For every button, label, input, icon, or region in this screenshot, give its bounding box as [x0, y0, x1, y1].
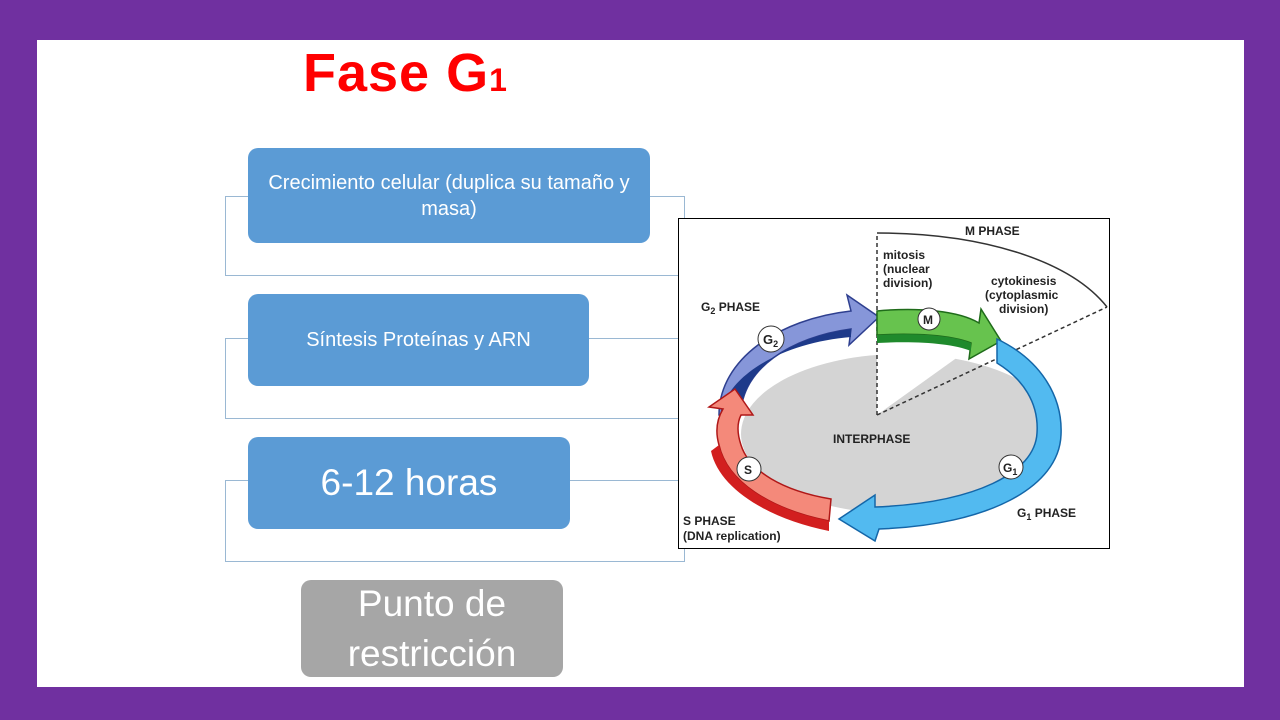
- g1-badge-text: G1: [1003, 461, 1017, 477]
- s-arrow-side: [711, 445, 829, 531]
- m-badge-text: M: [923, 313, 933, 327]
- cell-cycle-svg: G2 M S G1 M PHASE mitosis (nuclear divis…: [683, 224, 1108, 543]
- g1-phase-label: G1 PHASE: [1017, 506, 1076, 522]
- dna-replication-label: (DNA replication): [683, 529, 781, 543]
- mitosis-label: mitosis: [883, 248, 925, 262]
- cell-cycle-diagram: G2 M S G1 M PHASE mitosis (nuclear divis…: [678, 218, 1110, 549]
- g2-badge-text: G2: [763, 332, 778, 349]
- g2-arrow-side: [719, 329, 851, 425]
- cytoplasmic-label: (cytoplasmic: [985, 288, 1059, 302]
- nuclear-label: (nuclear: [883, 262, 930, 276]
- cytokinesis-label: cytokinesis: [991, 274, 1057, 288]
- growth-box: Crecimiento celular (duplica su tamaño y…: [248, 148, 650, 243]
- m-phase-wedge: [877, 337, 969, 415]
- title-subscript: 1: [489, 62, 508, 98]
- g2-badge-circle: [757, 325, 785, 353]
- m-phase-label: M PHASE: [965, 224, 1020, 238]
- interphase-label: INTERPHASE: [833, 432, 910, 446]
- g2-phase-label: G2 PHASE: [701, 300, 760, 316]
- slide-canvas: Fase G1 Crecimiento celular (duplica su …: [37, 40, 1244, 687]
- division-label-1: division): [883, 276, 932, 290]
- s-badge-text: S: [744, 463, 752, 477]
- m-phase-boundary-right: [876, 306, 1108, 416]
- interphase-disc: [741, 354, 1061, 514]
- s-phase-label: S PHASE: [683, 514, 736, 528]
- g1-badge-circle: [998, 454, 1024, 480]
- division-label-2: division): [999, 302, 1048, 316]
- m-phase-arc: [876, 232, 1108, 308]
- s-badge-circle: [736, 456, 762, 482]
- m-arrow-side: [877, 334, 971, 351]
- slide-title: Fase G1: [303, 42, 508, 104]
- restriction-point-box: Punto de restricción: [301, 580, 563, 677]
- g2-arrow: [718, 293, 881, 416]
- g1-arrow: [837, 337, 1062, 543]
- title-main: Fase G: [303, 43, 490, 103]
- m-badge-circle: [917, 307, 941, 331]
- duration-box: 6-12 horas: [248, 437, 570, 529]
- synthesis-box: Síntesis Proteínas y ARN: [248, 294, 589, 386]
